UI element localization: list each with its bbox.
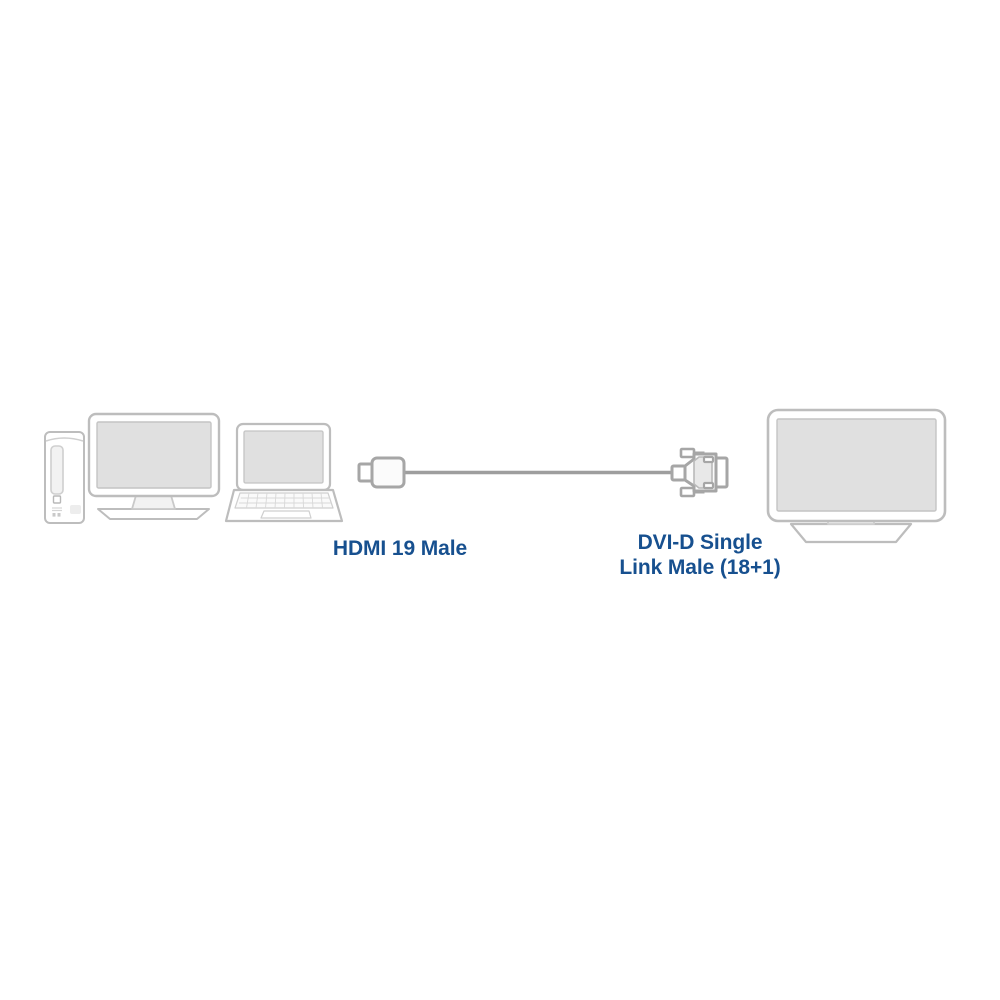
desktop-tower: [44, 431, 85, 524]
dvi-side-tab: [702, 455, 715, 464]
dvi-label-line2: Link Male (18+1): [619, 556, 781, 579]
dvi-side-tab: [702, 481, 715, 490]
dvi-label-line1: DVI-D Single: [637, 531, 763, 554]
widescreen-monitor: [766, 408, 947, 544]
tower-top-line: [45, 437, 84, 442]
wide-monitor-stand-base: [789, 522, 913, 544]
tower-port: [57, 513, 61, 517]
tower-side-panel: [70, 505, 81, 514]
laptop-trackpad: [260, 510, 312, 519]
wide-monitor-screen: [776, 418, 937, 512]
dvi-lower-thumbscrew: [679, 486, 696, 498]
hdmi-plug-body: [370, 456, 406, 489]
dvi-plug-tip: [670, 464, 687, 482]
hdmi-connector: [357, 456, 406, 489]
dvi-upper-thumbscrew: [679, 447, 696, 459]
dvi-collar: [714, 456, 729, 489]
tower-drive-slot: [50, 445, 64, 495]
laptop-keys: [239, 492, 332, 509]
tower-power-button: [52, 495, 62, 504]
hdmi-connector-label: HDMI 19 Male: [332, 537, 468, 560]
dvi-connector: [670, 447, 729, 498]
laptop-screen: [243, 430, 324, 484]
tower-port: [52, 513, 56, 517]
monitor-stand-base: [97, 508, 210, 520]
monitor-screen: [96, 421, 212, 489]
laptop-keyboard: [234, 492, 334, 509]
laptop: [224, 422, 344, 523]
desktop-monitor: [87, 412, 221, 520]
